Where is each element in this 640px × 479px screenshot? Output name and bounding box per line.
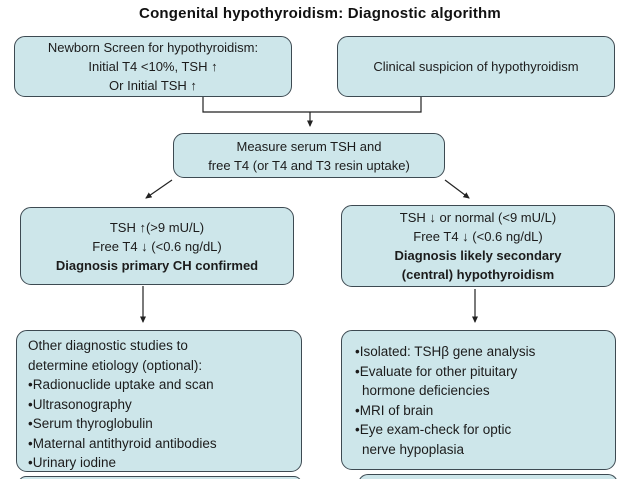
node-text-line: Newborn Screen for hypothyroidism: <box>47 40 259 55</box>
node-measure-serum: Measure serum TSH and free T4 (or T4 and… <box>173 133 445 178</box>
arrow-to-secondary-ch <box>444 179 470 199</box>
node-text-line: hormone deficiencies <box>362 383 490 398</box>
node-text-line: •Radionuclide uptake and scan <box>28 377 214 392</box>
page-title: Congenital hypothyroidism: Diagnostic al… <box>139 5 501 22</box>
node-text-line: •Evaluate for other pituitary <box>355 363 518 379</box>
node-text-line: •Eye exam-check for optic <box>355 422 512 437</box>
node-text-line: •Isolated: TSHβ gene analysis <box>355 344 536 359</box>
node-text-line: Clinical suspicion of hypothyroidism <box>373 59 579 74</box>
node-text-line: Free T4 ↓ (<0.6 ng/dL) <box>413 229 543 244</box>
node-text-line: •Maternal antithyroid antibodies <box>28 435 217 451</box>
node-text-line: Or Initial TSH ↑ <box>109 78 197 93</box>
node-text-line-bold: Diagnosis likely secondary <box>394 248 562 263</box>
arrow-to-primary-ch <box>145 179 173 199</box>
node-secondary-ch: TSH ↓ or normal (<9 mU/L) Free T4 ↓ (<0.… <box>341 205 615 287</box>
node-text-line: free T4 (or T4 and T3 resin uptake) <box>208 157 410 173</box>
node-newborn-screen: Newborn Screen for hypothyroidism: Initi… <box>14 36 292 97</box>
node-etiology-studies: Other diagnostic studies to determine et… <box>16 330 302 472</box>
connector-top-elbow <box>202 97 422 113</box>
node-text-line: Initial T4 <10%, TSH ↑ <box>88 59 218 74</box>
node-text-line: •MRI of brain <box>355 402 434 418</box>
node-text-line: •Urinary iodine <box>28 455 117 470</box>
node-text-line-bold: (central) hypothyroidism <box>401 267 555 282</box>
node-text-line: Free T4 ↓ (<0.6 ng/dL) <box>92 238 222 254</box>
node-text-line: nerve hypoplasia <box>362 441 465 457</box>
cutoff-node-right <box>358 474 618 479</box>
node-text-line: determine etiology (optional): <box>28 357 203 373</box>
node-text-line: •Ultrasonography <box>28 396 132 412</box>
node-secondary-workup: •Isolated: TSHβ gene analysis •Evaluate … <box>341 330 616 470</box>
node-text-line: Other diagnostic studies to <box>28 338 188 353</box>
node-text-line: TSH ↑(>9 mU/L) <box>109 219 205 235</box>
node-text-line: TSH ↓ or normal (<9 mU/L) <box>399 210 557 225</box>
node-text-line: Measure serum TSH and <box>236 138 382 154</box>
node-primary-ch: TSH ↑(>9 mU/L) Free T4 ↓ (<0.6 ng/dL) Di… <box>20 207 294 285</box>
node-clinical-suspicion: Clinical suspicion of hypothyroidism <box>337 36 615 97</box>
node-text-line-bold: Diagnosis primary CH confirmed <box>55 257 259 273</box>
node-text-line: •Serum thyroglobulin <box>28 416 153 431</box>
